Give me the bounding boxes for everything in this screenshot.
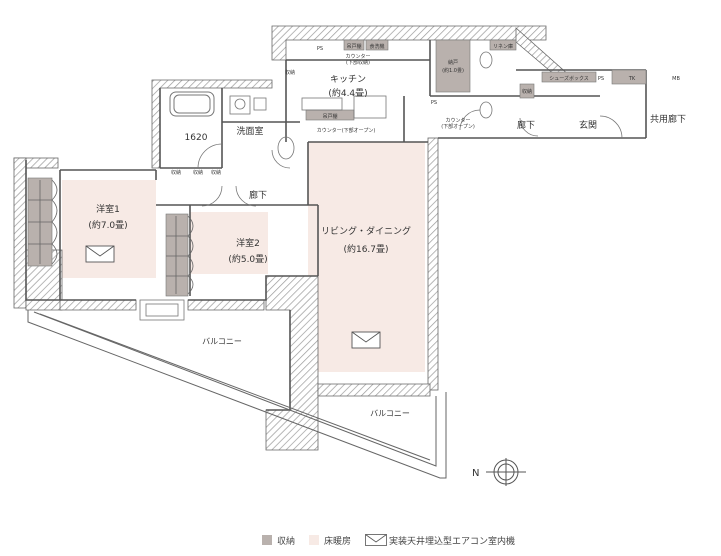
room-western1-size: (約7.0畳) xyxy=(88,219,127,231)
legend-floor-heating: 床暖房 xyxy=(309,534,351,547)
counter-kitchen-lower-label: カウンター(下部オープン) xyxy=(317,127,376,134)
counter-kitchen-label-line1: カウンター xyxy=(345,53,370,60)
fixture-labels: 収納 収納 収納 収納 収納 吊戸棚 吊戸棚 食洗機 カウンター (下部収納) … xyxy=(171,43,680,176)
floor-heating-zones xyxy=(62,142,425,372)
room-western2-name: 洋室2 xyxy=(236,237,260,249)
counter-entry-label-line1: カウンター xyxy=(445,117,470,124)
wash-fixtures xyxy=(229,95,387,160)
closet-label: 納戸 xyxy=(448,59,458,66)
hanging-cabinet-label-2: 吊戸棚 xyxy=(322,113,337,120)
counter-kitchen-label-line2: (下部収納) xyxy=(346,59,370,66)
balcony-right-label: バルコニー xyxy=(370,409,410,418)
dishwasher-label: 食洗機 xyxy=(369,43,384,50)
wall-outlines xyxy=(25,40,647,411)
shoe-box-label: シューズボックス xyxy=(549,75,589,82)
door-swings xyxy=(197,109,623,207)
room-hall-entry-label: 廊下 xyxy=(517,119,535,131)
legend-storage-text: 収納 xyxy=(277,536,296,547)
storage-label-5: 収納 xyxy=(522,88,532,95)
tk-label: TK xyxy=(628,76,636,82)
legend-floor-heating-text: 床暖房 xyxy=(324,536,352,547)
balcony-railing xyxy=(27,310,447,479)
legend-ac-text: 天井埋込型エアコン室内機 xyxy=(407,536,516,547)
ac-unit-icons xyxy=(85,245,381,349)
room-western1-name: 洋室1 xyxy=(96,203,120,215)
storage-label-3: 収納 xyxy=(211,169,221,176)
ps-label-3: PS xyxy=(431,100,437,106)
shared-corridor-label: 共用廊下 xyxy=(650,113,686,125)
room-entrance-label: 玄関 xyxy=(579,119,597,131)
legend-ac-icon xyxy=(365,534,387,546)
legend-floor-heating-swatch xyxy=(309,535,320,545)
closet-size-label: (約1.0畳) xyxy=(442,67,464,74)
closet-doors xyxy=(28,179,194,295)
room-kitchen-size: (約4.4畳) xyxy=(328,87,367,99)
room-western2-size: (約5.0畳) xyxy=(228,253,267,265)
hanging-cabinet-label-1: 吊戸棚 xyxy=(346,43,361,50)
room-bath-label: 1620 xyxy=(185,133,208,143)
bay-window xyxy=(139,299,185,321)
room-hall-inner-label: 廊下 xyxy=(249,189,267,201)
compass-north-label: N xyxy=(472,468,479,479)
legend-storage: 収納 xyxy=(262,534,295,547)
room-labels: 洋室1 (約7.0畳) 洋室2 (約5.0畳) リビング・ダイニング (約16.… xyxy=(88,74,686,418)
ps-label-1: PS xyxy=(317,46,323,52)
legend: 収納 床暖房 実装 天井埋込型エアコン室内機 xyxy=(262,533,529,547)
ps-label-2: PS xyxy=(598,76,604,82)
balcony-left-label: バルコニー xyxy=(202,337,242,346)
room-kitchen-name: キッチン xyxy=(330,74,366,85)
toilet-icons xyxy=(479,51,493,119)
room-living-size: (約16.7畳) xyxy=(343,243,388,255)
legend-ac: 実装 天井埋込型エアコン室内機 xyxy=(365,534,515,547)
bathtub xyxy=(169,91,215,117)
compass-icon xyxy=(486,458,526,486)
legend-storage-swatch xyxy=(262,535,272,545)
mb-label: MB xyxy=(672,76,680,82)
room-living-name: リビング・ダイニング xyxy=(321,225,411,237)
legend-ac-prefix: 実装 xyxy=(389,536,408,547)
linen-label: リネン庫 xyxy=(493,43,513,50)
storage-label-1: 収納 xyxy=(171,169,181,176)
storage-label-4: 収納 xyxy=(285,69,295,76)
counter-entry-label-line2: (下部オープン) xyxy=(441,123,475,130)
storage-label-2: 収納 xyxy=(193,169,203,176)
room-washroom-label: 洗面室 xyxy=(236,125,263,137)
